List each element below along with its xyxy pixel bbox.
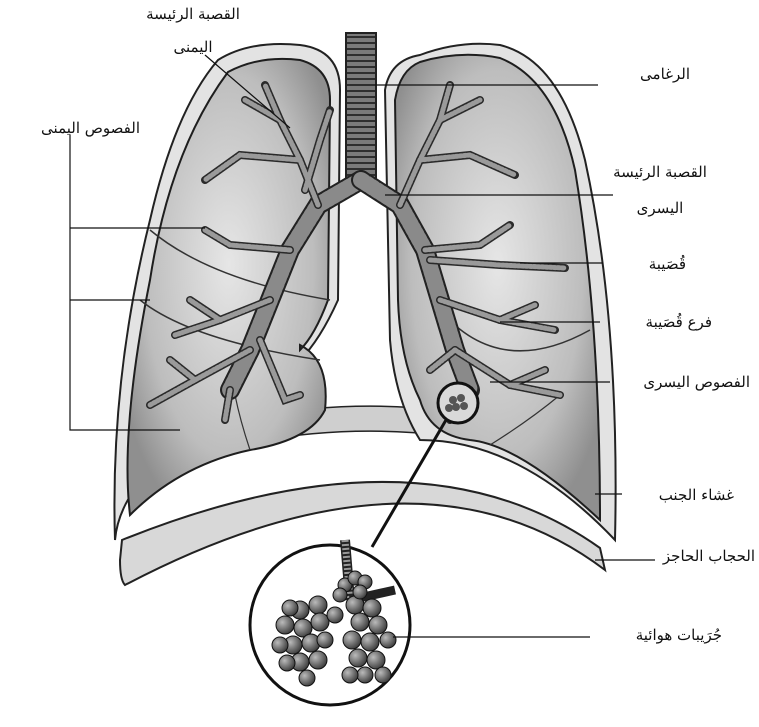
right-lung bbox=[128, 59, 331, 515]
label-left-main-bronchus-2: اليسرى bbox=[590, 198, 730, 218]
alveoli-zoom-circle bbox=[250, 540, 410, 705]
trachea-shape bbox=[346, 33, 376, 183]
label-trachea: الرغامى bbox=[600, 64, 690, 84]
label-alveoli: جُرَيبات هوائية bbox=[592, 625, 722, 645]
label-right-main-bronchus-1: القصبة الرئيسة bbox=[118, 4, 268, 24]
label-left-lobes: الفصوص اليسرى bbox=[610, 372, 750, 392]
label-right-lobes: الفصوص اليمنى bbox=[5, 118, 140, 138]
label-diaphragm: الحجاب الحاجز bbox=[655, 546, 755, 566]
label-left-main-bronchus-1: القصبة الرئيسة bbox=[590, 162, 730, 182]
label-bronchiole: قُصَيبة bbox=[606, 254, 686, 274]
label-right-main-bronchus-2: اليمنى bbox=[118, 37, 268, 57]
label-bronchiole-branch: فرع قُصَيبة bbox=[602, 312, 712, 332]
label-pleura: غشاء الجنب bbox=[624, 485, 734, 505]
